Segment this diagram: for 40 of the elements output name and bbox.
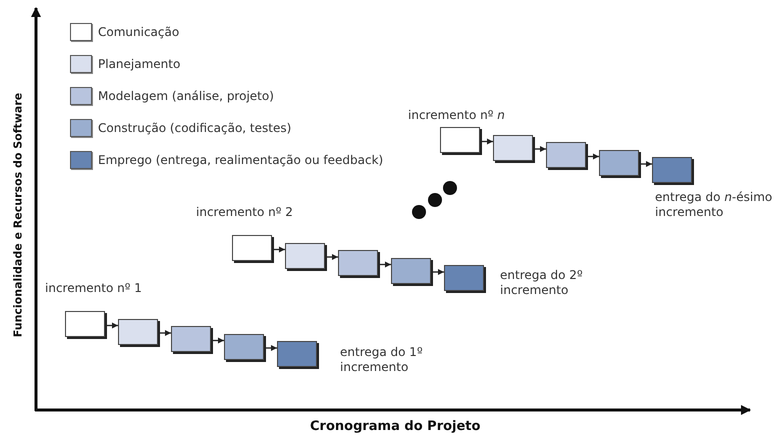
- arrow: [264, 345, 277, 351]
- arrow: [533, 146, 546, 152]
- legend-text: Modelagem (análise, projeto): [98, 89, 274, 104]
- stage-box: [493, 134, 533, 160]
- stage-box: [444, 265, 484, 291]
- arrow: [105, 322, 118, 328]
- axis-title: Funcionalidade e Recursos do Software: [10, 92, 26, 338]
- arrow: [325, 254, 338, 260]
- arrow: [480, 138, 493, 144]
- stage-box: [391, 258, 431, 284]
- delivery-note: entrega do n-ésimo incremento: [655, 190, 774, 220]
- stage-box: [171, 326, 211, 352]
- arrow: [378, 262, 391, 268]
- stage-box: [232, 235, 272, 261]
- increment-title: incremento nº 1: [45, 281, 143, 296]
- stage-box: [65, 311, 105, 337]
- legend-text: Comunicação: [98, 25, 180, 40]
- arrow: [272, 246, 285, 252]
- arrow: [211, 338, 224, 344]
- stage-box: [652, 157, 692, 183]
- stage-box: [546, 142, 586, 168]
- arrow: [158, 330, 171, 336]
- stage-box: [338, 250, 378, 276]
- stage-box: [599, 150, 639, 176]
- arrow: [586, 154, 599, 160]
- increment-title: incremento nº 2: [196, 205, 294, 220]
- stage-box: [440, 127, 480, 153]
- legend-text: Construção (codificação, testes): [98, 121, 292, 136]
- legend-text: Planejamento: [98, 57, 180, 72]
- stage-box: [118, 318, 158, 344]
- arrow: [639, 161, 652, 167]
- stage-box: [285, 242, 325, 268]
- arrow: [431, 269, 444, 275]
- stage-box: [277, 341, 317, 367]
- delivery-note: entrega do 2º incremento: [500, 268, 584, 298]
- axis-title: Cronograma do Projeto: [310, 419, 480, 434]
- increment-title: incremento nº n: [408, 108, 506, 123]
- legend-text: Emprego (entrega, realimentação ou feedback): [98, 153, 384, 168]
- delivery-note: entrega do 1º incremento: [340, 345, 424, 375]
- stage-box: [224, 334, 264, 360]
